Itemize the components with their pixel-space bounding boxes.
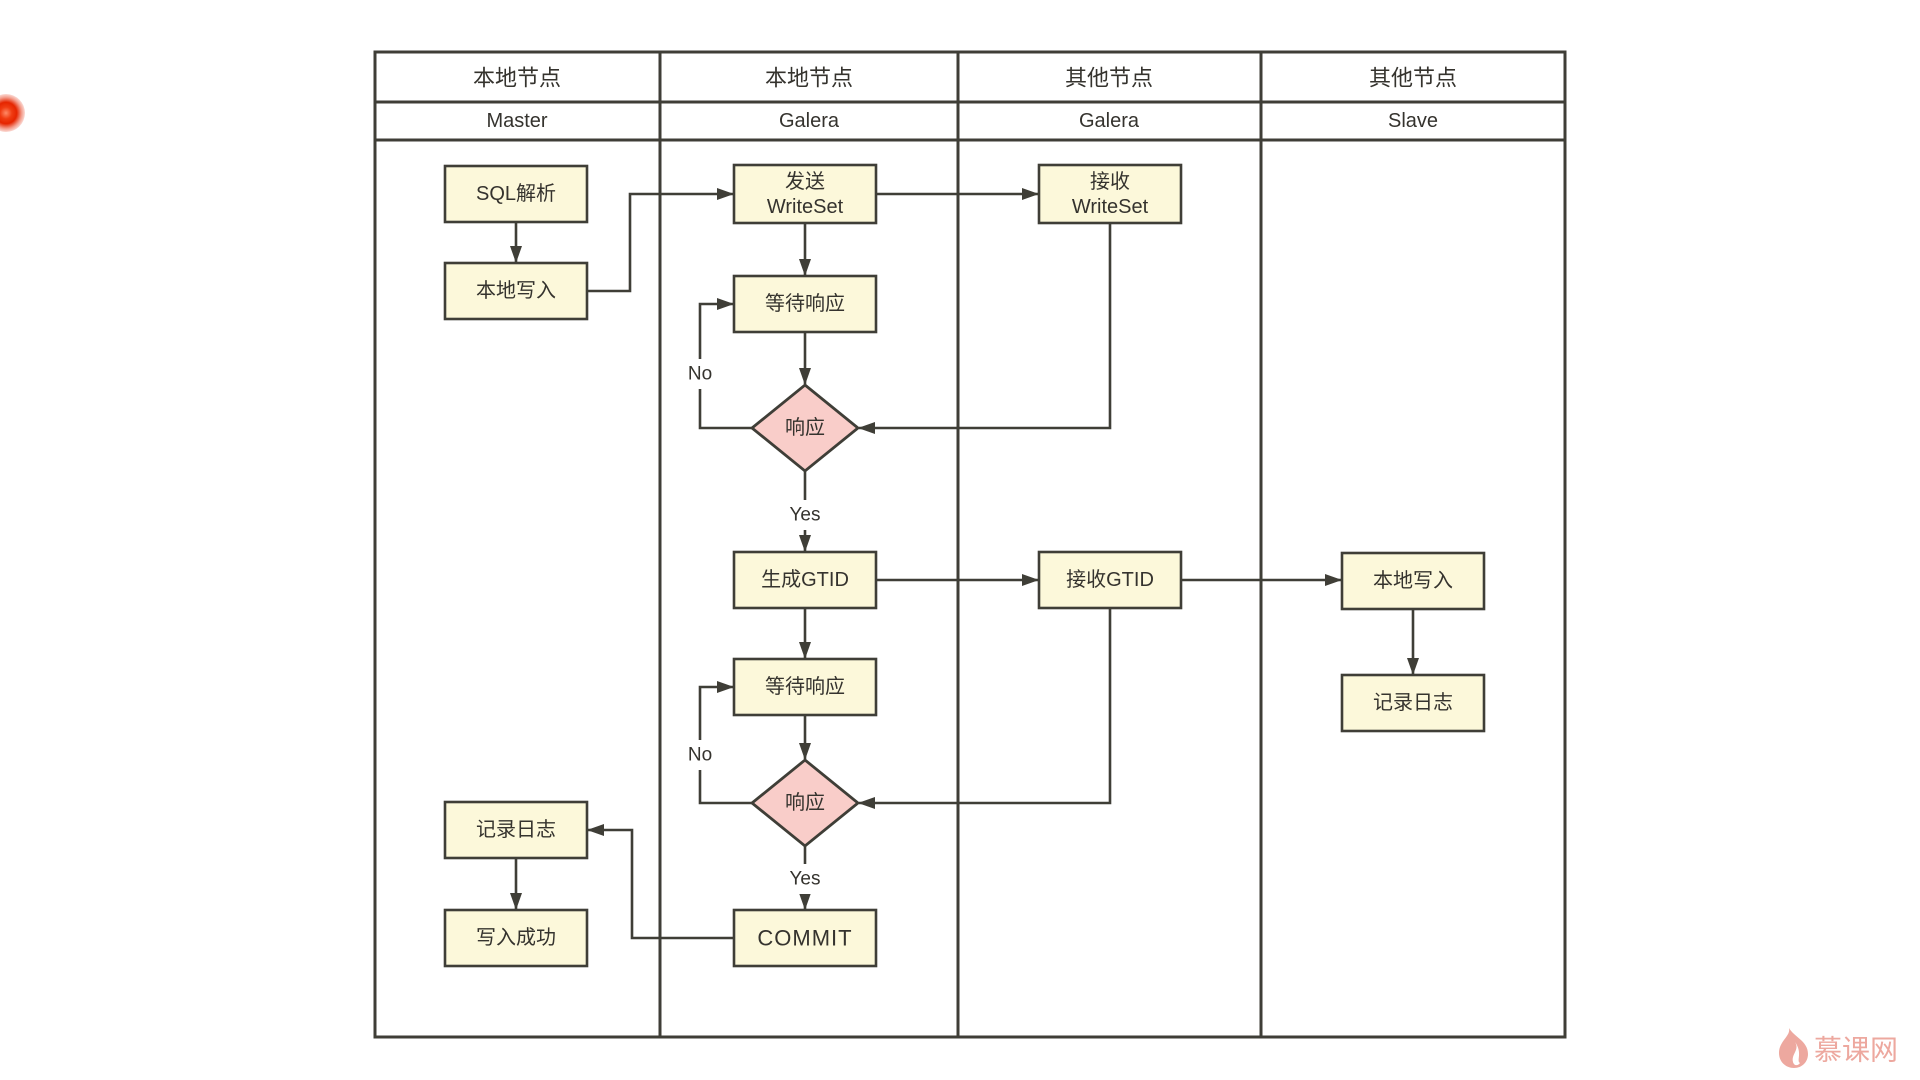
edge-commit-masterlog <box>587 824 734 940</box>
node-local-write: 本地写入 <box>443 261 589 321</box>
flame-icon-slit <box>1792 1042 1800 1066</box>
node-write-success-label: 写入成功 <box>476 926 556 949</box>
edge-labels: No Yes No Yes <box>679 359 828 894</box>
lane2-group-label: 本地节点 <box>765 66 853 91</box>
flame-icon-shape <box>1779 1028 1808 1068</box>
node-gen-gtid-label: 生成GTID <box>761 568 849 591</box>
node-response-1-label: 响应 <box>785 416 825 439</box>
node-write-success-box <box>443 908 589 968</box>
edge-recvwriteset-response1 <box>858 223 1112 434</box>
node-master-log-box <box>443 800 589 860</box>
watermark-text: 慕课网 <box>1814 1035 1898 1066</box>
node-wait-response-2-box <box>732 657 878 717</box>
lane4-group-label: 其他节点 <box>1369 66 1457 91</box>
lane-headers: 本地节点 本地节点 其他节点 其他节点 Master Galera Galera… <box>473 66 1457 133</box>
node-slave-local-write: 本地写入 <box>1340 551 1486 611</box>
node-gen-gtid: 生成GTID <box>732 550 878 610</box>
lane1-group-label: 本地节点 <box>473 66 561 91</box>
node-slave-log-label: 记录日志 <box>1373 691 1453 714</box>
node-write-success: 写入成功 <box>443 908 589 968</box>
node-response-2: 响应 <box>749 758 861 848</box>
node-slave-local-write-box <box>1340 551 1486 611</box>
yes1-plate <box>782 500 828 530</box>
node-response-2-diamond <box>749 758 861 848</box>
node-recv-gtid-box <box>1037 550 1183 610</box>
lane3-name-label: Galera <box>1079 110 1140 132</box>
node-wait-response-1: 等待响应 <box>732 274 878 334</box>
node-wait-response-1-label: 等待响应 <box>765 292 845 315</box>
node-slave-local-write-label: 本地写入 <box>1373 569 1453 592</box>
node-recv-gtid-label: 接收GTID <box>1066 568 1154 591</box>
node-master-log-label: 记录日志 <box>476 818 556 841</box>
lane4-name-label: Slave <box>1388 110 1438 132</box>
yes1-label: Yes <box>790 505 821 526</box>
node-response-2-label: 响应 <box>785 791 825 814</box>
node-recv-writeset-label-line2: WriteSet <box>1072 196 1149 218</box>
node-send-writeset: 发送 WriteSet <box>732 163 878 225</box>
node-wait-response-2-label: 等待响应 <box>765 675 845 698</box>
node-wait-response-1-box <box>732 274 878 334</box>
node-recv-writeset: 接收 WriteSet <box>1037 163 1183 225</box>
node-commit-label: COMMIT <box>757 926 852 951</box>
yes2-plate <box>782 864 828 894</box>
node-wait-response-2: 等待响应 <box>732 657 878 717</box>
node-send-writeset-label-line2: WriteSet <box>767 196 844 218</box>
node-recv-writeset-label-line1: 接收 <box>1090 170 1130 193</box>
no2-label: No <box>688 745 712 766</box>
node-recv-writeset-box <box>1037 163 1183 225</box>
swimlane-grid <box>373 50 1567 1039</box>
node-send-writeset-box <box>732 163 878 225</box>
lane2-name-label: Galera <box>779 110 840 132</box>
node-slave-log-box <box>1340 673 1486 733</box>
node-response-1: 响应 <box>749 383 861 473</box>
node-commit-box <box>732 908 878 968</box>
watermark: 慕课网 <box>1779 1028 1898 1068</box>
no1-plate <box>679 359 721 389</box>
node-local-write-box <box>443 261 589 321</box>
node-recv-gtid: 接收GTID <box>1037 550 1183 610</box>
node-local-write-label: 本地写入 <box>476 279 556 302</box>
nodes: SQL解析 本地写入 记录日志 写入成功 发送 WriteSet 等待响应 响应 <box>443 163 1486 968</box>
no2-plate <box>679 740 721 770</box>
yes2-label: Yes <box>790 869 821 890</box>
node-sql-parse-box <box>443 164 589 224</box>
node-commit: COMMIT <box>732 908 878 968</box>
node-master-log: 记录日志 <box>443 800 589 860</box>
node-slave-log: 记录日志 <box>1340 673 1486 733</box>
edges <box>510 188 1419 940</box>
flame-icon <box>1779 1028 1808 1068</box>
lane3-group-label: 其他节点 <box>1065 66 1153 91</box>
table-outer-border <box>373 50 1567 1039</box>
edge-localwrite-sendwriteset <box>587 188 734 293</box>
node-sql-parse-label: SQL解析 <box>476 182 556 205</box>
node-send-writeset-label-line1: 发送 <box>785 170 825 193</box>
no1-label: No <box>688 364 712 385</box>
node-response-1-diamond <box>749 383 861 473</box>
edge-recvgtid-response2 <box>858 608 1112 809</box>
node-sql-parse: SQL解析 <box>443 164 589 224</box>
lane1-name-label: Master <box>486 110 547 132</box>
node-gen-gtid-box <box>732 550 878 610</box>
